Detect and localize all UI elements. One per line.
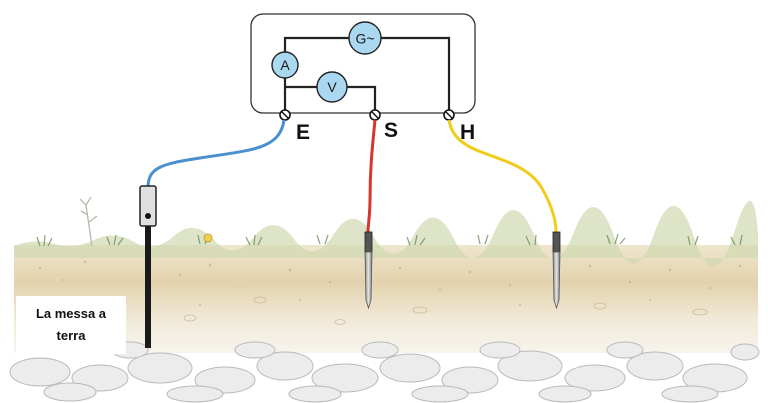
terminal-s-label: S	[384, 119, 399, 142]
terminal-h-label: H	[460, 121, 476, 144]
rock-layer	[9, 341, 760, 403]
wire-s-red	[366, 119, 377, 233]
probe-h-stake-icon	[552, 231, 561, 310]
wire-e-blue	[146, 119, 286, 189]
terminal-e	[279, 109, 291, 121]
ammeter-label: A	[280, 57, 290, 73]
earthing-caption: La messa a terra	[16, 296, 126, 354]
earth-electrode-icon	[139, 185, 157, 348]
terminal-h	[443, 109, 455, 121]
soil-layer	[14, 196, 758, 353]
wire-h-yellow	[447, 119, 558, 233]
terminal-s	[369, 109, 381, 121]
generator-label: G~	[355, 31, 374, 47]
earthing-caption-text: La messa a terra	[35, 306, 107, 343]
voltmeter-label: V	[327, 79, 337, 95]
probe-s-stake-icon	[364, 231, 373, 310]
generator-icon: G~	[348, 21, 382, 55]
internal-circuit	[283, 36, 451, 110]
earth-tester-instrument: G~ A V	[250, 13, 476, 121]
terminal-e-label: E	[296, 121, 311, 144]
voltmeter-icon: V	[316, 71, 348, 103]
ammeter-icon: A	[271, 51, 299, 79]
